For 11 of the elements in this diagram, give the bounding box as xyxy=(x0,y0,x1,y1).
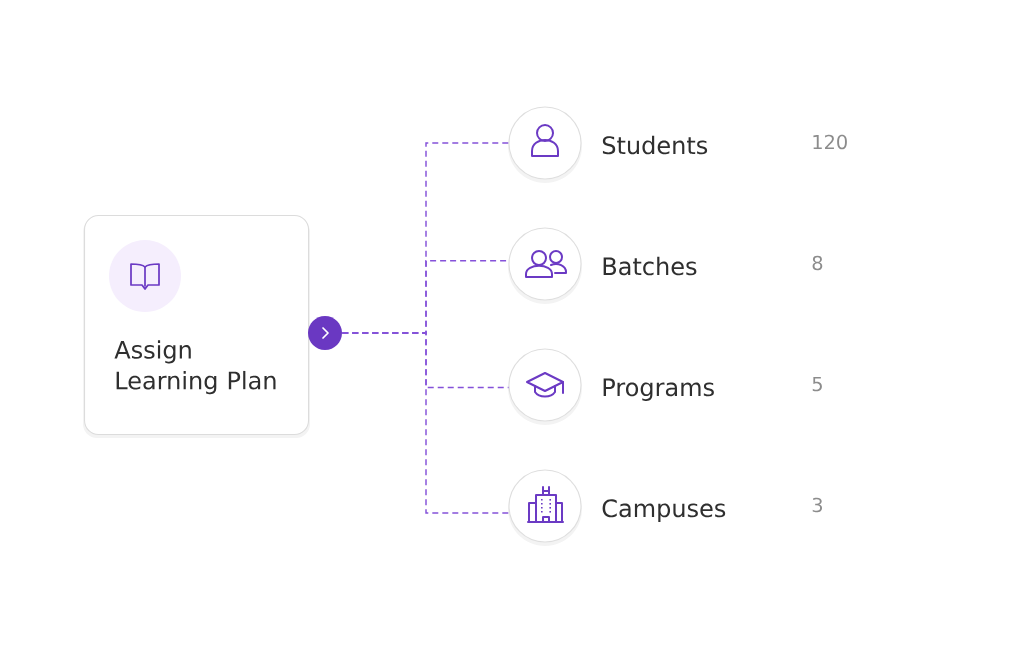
count-label: 120 xyxy=(813,134,847,150)
count-label: 3 xyxy=(812,497,823,513)
count-label: 8 xyxy=(812,255,823,271)
connector-line xyxy=(341,332,510,514)
card: Assign Learning Plan xyxy=(83,215,310,438)
row-label: Batches xyxy=(603,256,697,276)
row-label: Students xyxy=(602,135,708,155)
row-label: Programs xyxy=(603,378,714,401)
count-label: 5 xyxy=(812,376,822,392)
chevron-icon xyxy=(308,316,342,350)
row-label: Campuses xyxy=(602,499,726,522)
